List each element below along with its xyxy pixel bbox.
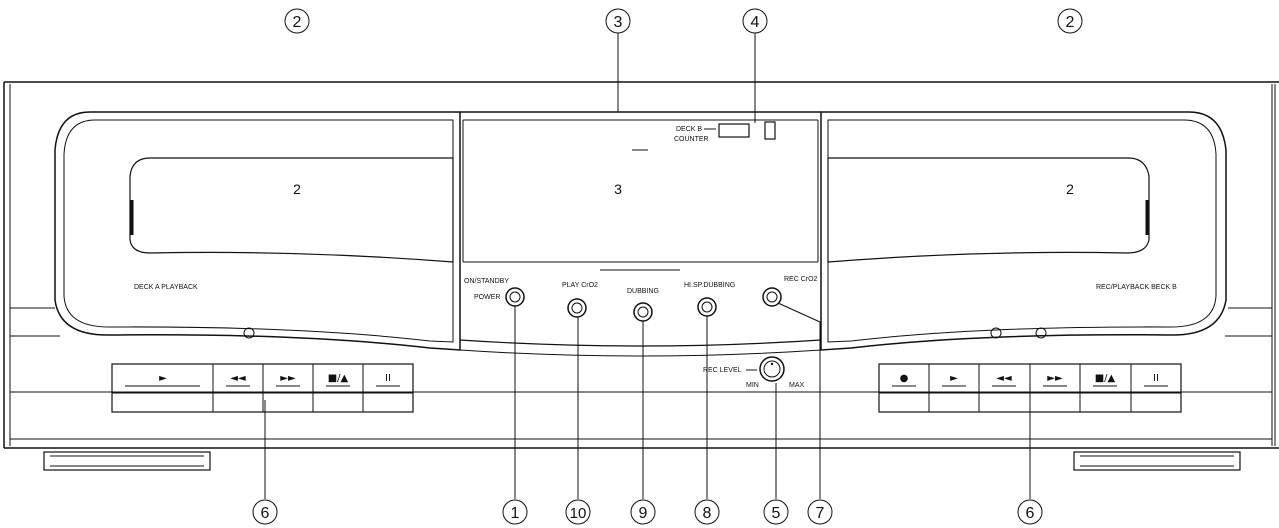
device-body [3,81,1279,449]
dubbing-button[interactable] [633,302,653,322]
svg-text:8: 8 [703,505,712,522]
svg-text:6: 6 [1026,505,1035,522]
deck-a-rewind-button[interactable]: ◄◄ [226,373,250,387]
counter-display: DECK B COUNTER [674,121,776,143]
counter-label: COUNTER [674,136,709,143]
foot-right [1073,451,1241,471]
deck-b-play-button[interactable]: ► [942,373,966,387]
power-label: POWER [474,294,500,301]
deck-b-label: DECK B [676,126,702,133]
callout-8: 8 [694,499,720,525]
deck-a-pause-button[interactable]: II [376,373,400,387]
power-button[interactable] [505,287,525,307]
deck-b-rewind-button[interactable]: ◄◄ [992,373,1016,387]
deck-b-pause-button[interactable]: II [1144,373,1168,387]
svg-text:9: 9 [639,505,648,522]
rec-cro2-label: REC CrO2 [784,276,818,283]
svg-text:10: 10 [570,505,587,522]
callout-2-left: 2 [284,8,310,34]
play-cro2-label: PLAY CrO2 [562,282,598,289]
deck-b-door [820,111,1227,351]
deck-b-full-label: REC/PLAYBACK BECK B [1096,284,1177,291]
rec-level-max-label: MAX [789,382,805,389]
rec-level-min-label: MIN [746,382,759,389]
deck-a-indicator [243,327,255,339]
svg-text:1: 1 [511,505,520,522]
callout-1: 1 [502,499,528,525]
callout-2-right: 2 [1057,8,1083,34]
hi-sp-dubbing-label: HI.SP.DUBBING [684,282,735,289]
callout-3: 3 [605,8,631,34]
svg-text:II: II [1153,373,1159,384]
svg-text:►►: ►► [280,373,296,384]
svg-text:2: 2 [1066,14,1075,31]
deck-a-fast-forward-button[interactable]: ►► [276,373,300,387]
dubbing-label: DUBBING [627,288,659,295]
svg-text:►: ► [159,373,167,384]
leader-lines [264,33,1031,499]
svg-text:►►: ►► [1047,373,1063,384]
svg-text:II: II [385,373,391,384]
svg-text:◄◄: ◄◄ [996,373,1012,384]
foot-left [43,451,211,471]
svg-text:■/▲: ■/▲ [328,373,349,384]
deck-a-stop-eject-button[interactable]: ■/▲ [326,373,350,387]
window-mark-right: 2 [1066,181,1074,197]
svg-text:5: 5 [772,505,781,522]
svg-text:6: 6 [261,505,270,522]
svg-text:4: 4 [751,14,760,31]
callout-5: 5 [763,499,789,525]
deck-b-record-button[interactable]: ● [892,373,916,387]
deck-a-door [54,111,461,351]
hi-sp-dubbing-button[interactable] [697,297,717,317]
deck-a-label: DECK A PLAYBACK [134,284,198,291]
callout-10: 10 [565,499,591,525]
rec-level-label: REC LEVEL [703,367,742,374]
deck-a-play-button[interactable]: ► [125,373,200,387]
on-standby-label: ON/STANDBY [464,278,509,285]
deck-a-transport [111,363,414,413]
rec-cro2-button[interactable] [762,287,782,307]
callout-6-right: 6 [1017,499,1043,525]
svg-text:◄◄: ◄◄ [230,373,246,384]
svg-text:►: ► [950,373,958,384]
deck-b-fast-forward-button[interactable]: ►► [1043,373,1067,387]
deck-b-stop-eject-button[interactable]: ■/▲ [1093,373,1117,387]
callout-9: 9 [630,499,656,525]
svg-text:■/▲: ■/▲ [1095,373,1116,384]
callout-4: 4 [742,8,768,34]
svg-text:2: 2 [293,14,302,31]
play-cro2-button[interactable] [567,298,587,318]
window-mark-center: 3 [614,181,622,197]
callout-6-left: 6 [252,499,278,525]
window-mark-left: 2 [293,181,301,197]
center-panel [459,111,822,357]
svg-text:3: 3 [614,14,623,31]
svg-text:7: 7 [816,505,825,522]
deck-b-indicator-1 [990,327,1002,339]
deck-b-indicator-2 [1035,327,1047,339]
svg-text:●: ● [900,373,909,384]
callout-7: 7 [807,499,833,525]
rec-level-knob[interactable] [759,356,785,382]
